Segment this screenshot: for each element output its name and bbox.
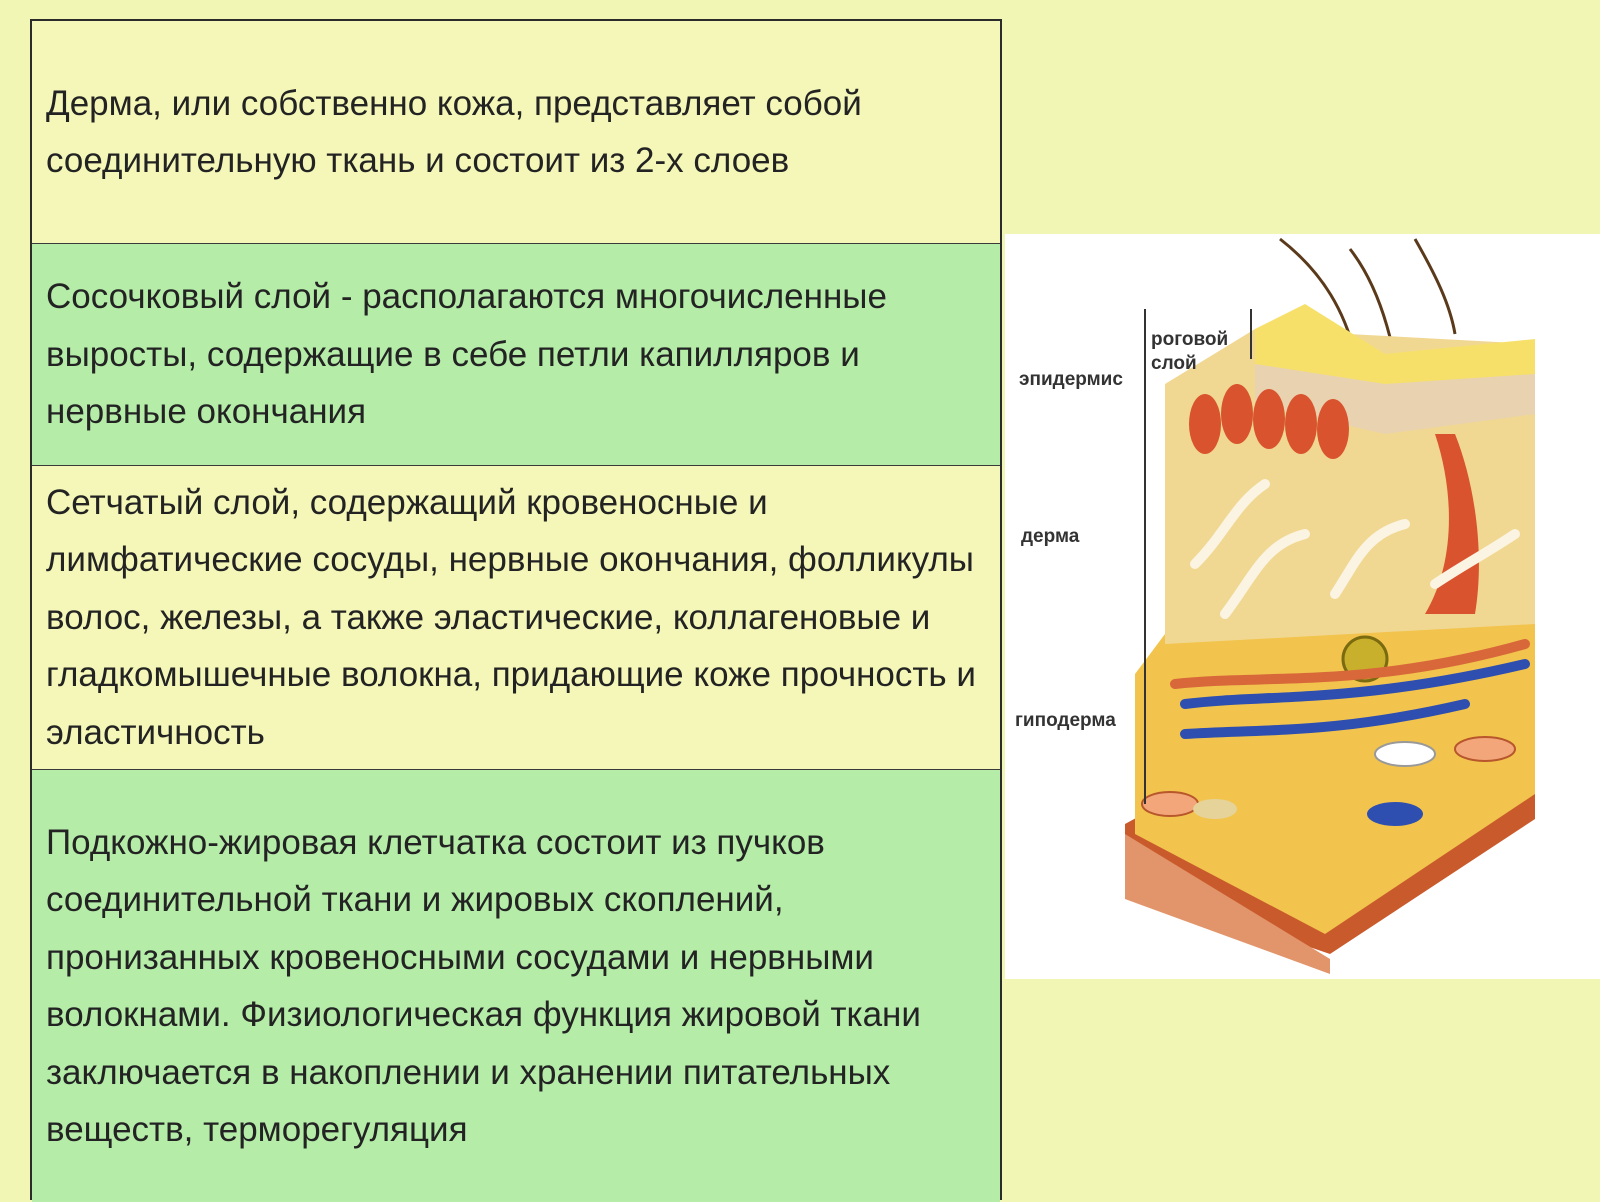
row-reticular-layer-text: Сетчатый слой, содержащий кровеносные и … [46, 482, 976, 752]
label-stratum-corneum-1: роговой [1151, 329, 1229, 350]
row-dermis-intro-text: Дерма, или собственно кожа, представляет… [46, 83, 862, 181]
info-table: Дерма, или собственно кожа, представляет… [30, 19, 1002, 1202]
row-reticular-layer: Сетчатый слой, содержащий кровеносные и … [32, 465, 1000, 769]
row-subcutaneous-fat: Подкожно-жировая клетчатка состоит из пу… [32, 769, 1000, 1202]
row-dermis-intro: Дерма, или собственно кожа, представляет… [32, 21, 1000, 243]
skin-cross-section-illustration [1125, 237, 1535, 974]
label-epidermis: эпидермис [1019, 369, 1123, 390]
row-subcutaneous-fat-text: Подкожно-жировая клетчатка состоит из пу… [46, 822, 921, 1150]
row-papillary-layer: Сосочковый слой - располагаются многочис… [32, 243, 1000, 465]
label-stratum-corneum-2: слой [1151, 353, 1197, 374]
row-papillary-layer-text: Сосочковый слой - располагаются многочис… [46, 277, 887, 432]
label-dermis: дерма [1021, 526, 1080, 547]
skin-structure-figure: роговой слой эпидермис дерма гиподерма [1005, 234, 1600, 979]
label-hypodermis: гиподерма [1015, 710, 1116, 731]
